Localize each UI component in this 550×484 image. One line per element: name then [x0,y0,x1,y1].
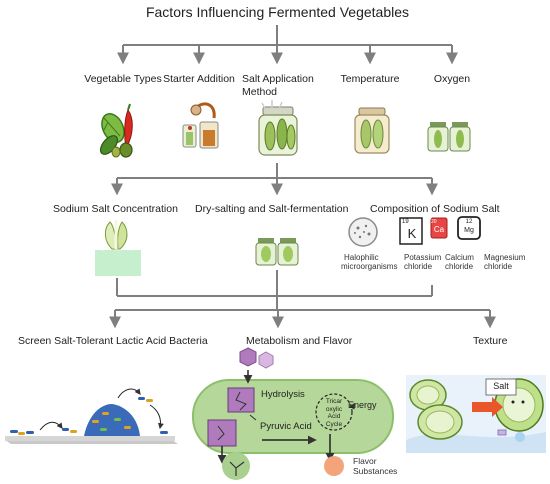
potassium-number: 19 [402,219,409,225]
calcium-element-icon [430,217,448,239]
magnesium-number: 12 [465,219,473,225]
lactic-acid-bacteria-panel [5,388,178,444]
dry-salting-jars-image [255,238,299,266]
label-dry-salting: Dry-salting and Salt-fermentation [195,203,349,215]
vegetables-image [99,103,133,158]
label-texture: Texture [473,335,508,347]
metabolism-cell [192,347,394,480]
label-potassium-chloride: Potassium chloride [404,253,442,271]
label-starter-addition: Starter Addition [163,73,235,85]
starter-addition-image [182,102,219,149]
oxygen-jars-image [427,122,471,152]
label-composition-sodium-salt: Composition of Sodium Salt [370,203,500,215]
label-energy: Energy [348,400,377,410]
texture-panel [406,375,546,453]
lower-connectors [109,270,496,329]
magnesium-element-icon [457,216,481,240]
label-halophilic: Halophilic microorganisms [341,253,398,271]
middle-connectors [111,163,438,196]
label-calcium-chloride: Calcium chloride [445,253,474,271]
label-oxygen: Oxygen [433,73,471,85]
label-salt: Salt [493,381,509,391]
potassium-element-icon [399,217,423,245]
calcium-symbol: Ca [433,225,445,234]
label-magnesium-chloride: Magnesium chloride [484,253,526,271]
sodium-salt-image [95,220,141,276]
label-salt-application-method: Salt Application Method [242,73,314,98]
label-tca-cycle: Tricar oxylic Acid Cycle [325,398,343,428]
label-hydrolysis: Hydrolysis [261,389,305,400]
label-pyruvic-acid: Pyruvic Acid [260,421,312,432]
salt-jar-image [258,100,298,156]
label-sodium-salt-concentration: Sodium Salt Concentration [53,203,178,215]
diagram-title: Factors Influencing Fermented Vegetables [145,4,410,20]
calcium-number: 20 [431,219,437,225]
label-vegetable-types: Vegetable Types [84,73,162,85]
halophilic-icon [348,217,378,247]
label-flavor-substances: Flavor Substances [353,456,398,476]
label-screen-lab: Screen Salt-Tolerant Lactic Acid Bacteri… [18,335,208,347]
top-connectors [117,25,458,65]
magnesium-symbol: Mg [464,227,474,234]
potassium-symbol: K [407,226,417,241]
label-metabolism-flavor: Metabolism and Flavor [246,335,353,347]
label-temperature: Temperature [340,73,400,85]
temperature-jar-image [354,107,390,154]
